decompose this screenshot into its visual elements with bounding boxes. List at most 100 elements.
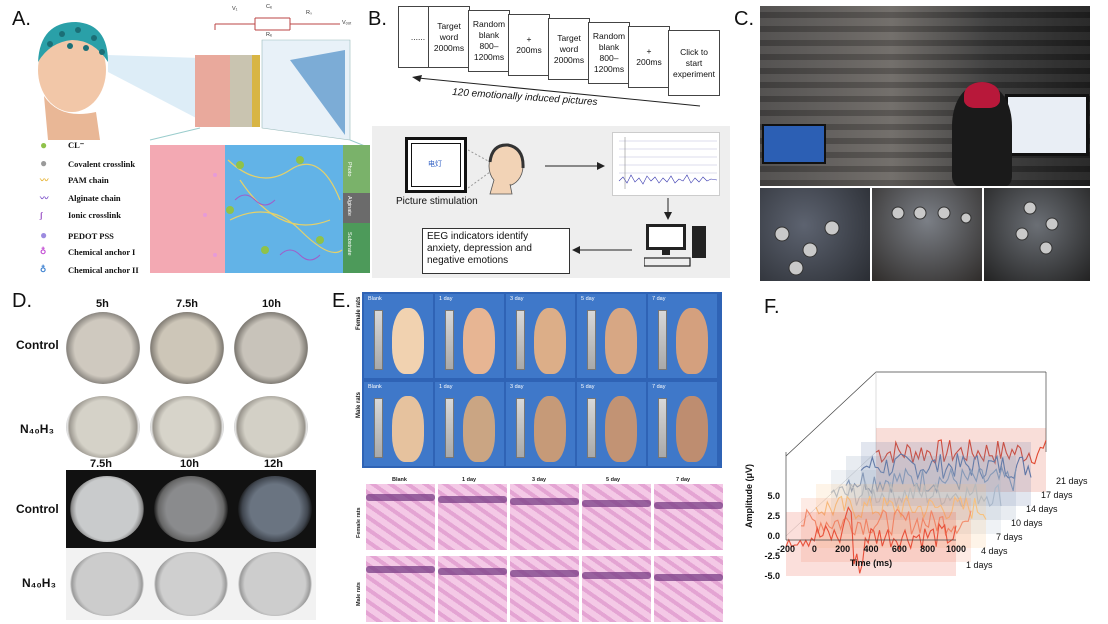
dish-control-10h-b: [154, 476, 228, 542]
covalent-crosslink-icon: ●: [40, 156, 48, 170]
e-photo-col-label: 5 day: [581, 384, 595, 390]
alginate-chain-icon: 〰: [40, 193, 49, 203]
e-row-label-male: Male rats: [356, 391, 362, 418]
d-row-label-0: Control: [16, 338, 59, 352]
series-line: [785, 506, 957, 574]
d-bottom-time-1: 10h: [180, 458, 199, 470]
circuit-rs-label: Rₛ: [306, 10, 313, 16]
e-photo-col-label: 7 day: [652, 296, 666, 302]
chart-box-edge: [785, 451, 877, 537]
e-rat: [534, 396, 566, 462]
series-label: 4 days: [981, 546, 1008, 556]
e-rat: [534, 308, 566, 374]
e-ruler: [587, 310, 596, 370]
dish-n40h3-10h-b: [154, 552, 228, 616]
series-line: [830, 479, 1002, 508]
subject-head-icon: [468, 143, 525, 195]
e-ruler: [587, 398, 596, 458]
dish-control-7.5h-b: [70, 476, 144, 542]
series-fill-panel: [786, 512, 956, 576]
e-rat: [676, 396, 708, 462]
x-tick-label: -200: [777, 544, 795, 554]
e-histology-epidermis: [654, 502, 723, 509]
eeg-indicators-box: EEG indicators identify anxiety, depress…: [422, 228, 570, 274]
dish-control-10h: [234, 312, 308, 384]
series-label: 17 days: [1041, 490, 1073, 500]
e-rat: [605, 308, 637, 374]
e-histology-cell: [510, 484, 579, 550]
y-tick-label: 5.0: [767, 491, 780, 501]
dish-n40h3-10h: [234, 396, 308, 458]
x-tick-label: 800: [920, 544, 935, 554]
sequence-box-2: Random blank 800– 1200ms: [468, 10, 510, 72]
e-hist-row-male: Male rats: [356, 582, 362, 606]
cap-photo-2: [872, 188, 982, 281]
panel-label-a: A.: [12, 8, 31, 30]
panel-label-d: D.: [12, 290, 32, 312]
y-tick-label: 2.5: [767, 511, 780, 521]
ionic-crosslink-icon: ʃ: [40, 210, 43, 220]
e-histology-epidermis: [582, 500, 651, 507]
cl-ion-icon: ●: [40, 138, 48, 152]
series-line: [860, 453, 1032, 481]
e-histology-cell: [654, 484, 723, 550]
circuit-v1-label: V₁: [232, 6, 238, 12]
e-ruler: [445, 310, 454, 370]
e-hist-col-4: 7 day: [676, 477, 691, 483]
e-ruler: [516, 310, 525, 370]
circuit-re-label: Rₑ: [266, 32, 273, 38]
layer-label-alginate: Alginate: [346, 196, 352, 216]
e-hist-col-2: 3 day: [532, 477, 547, 483]
e-histology-epidermis: [366, 566, 435, 573]
panel-label-c: C.: [734, 8, 754, 30]
sequence-box-1: Target word 2000ms: [428, 6, 470, 68]
x-tick-label: 1000: [946, 544, 966, 554]
e-histology-epidermis: [438, 568, 507, 575]
lab-photo: [760, 6, 1090, 186]
e-photo-col-label: 1 day: [439, 296, 453, 302]
e-histology-cell: [438, 556, 507, 622]
e-row-label-female: Female rats: [356, 296, 362, 330]
pam-chain-icon: 〰: [40, 175, 49, 185]
layer-label-photo: Photo: [346, 162, 352, 177]
eeg-recording-trace: [612, 132, 720, 196]
e-ruler: [658, 310, 667, 370]
y-tick-label: -2.5: [764, 551, 780, 561]
series-label: 10 days: [1011, 518, 1043, 528]
e-histology-cell: [366, 484, 435, 550]
legend-cl: ●CL⁻: [40, 138, 85, 152]
e-ruler: [445, 398, 454, 458]
stimulus-word: 电灯: [428, 161, 442, 168]
arrow-to-computer: [664, 198, 672, 220]
e-photo-col-label: 7 day: [652, 384, 666, 390]
e-hist-row-female: Female rats: [356, 507, 362, 538]
e-photo-col-label: 5 day: [581, 296, 595, 302]
series-label: 14 days: [1026, 504, 1058, 514]
legend-covalent: ●Covalent crosslink: [40, 156, 136, 170]
x-axis-label: Time (ms): [850, 558, 892, 568]
e-rat: [605, 396, 637, 462]
dish-n40h3-7.5h: [150, 396, 224, 458]
e-rat: [392, 396, 424, 462]
legend-pam: 〰PAM chain: [40, 175, 109, 185]
series-line: [815, 494, 987, 520]
x-tick-label: 400: [863, 544, 878, 554]
picture-stimulation-label: Picture stimulation: [396, 196, 478, 207]
e-ruler: [374, 398, 383, 458]
dish-control-5h: [66, 312, 140, 384]
e-histology-epidermis: [510, 570, 579, 577]
series-line: [875, 439, 1047, 465]
e-histology-cell: [582, 484, 651, 550]
dish-n40h3-7.5h-b: [70, 552, 144, 616]
e-histology-cell: [654, 556, 723, 622]
legend-anchor-1: ♁Chemical anchor I: [40, 246, 136, 257]
eeg-cap: [38, 22, 108, 62]
eeg-cap-icon: [964, 82, 1000, 108]
head-shape: [38, 28, 106, 112]
e-histology-cell: [438, 484, 507, 550]
panel-label-e: E.: [332, 290, 351, 312]
e-rat: [463, 396, 495, 462]
e-histology-epidermis: [510, 498, 579, 505]
panel-a-illustration: [38, 17, 370, 273]
